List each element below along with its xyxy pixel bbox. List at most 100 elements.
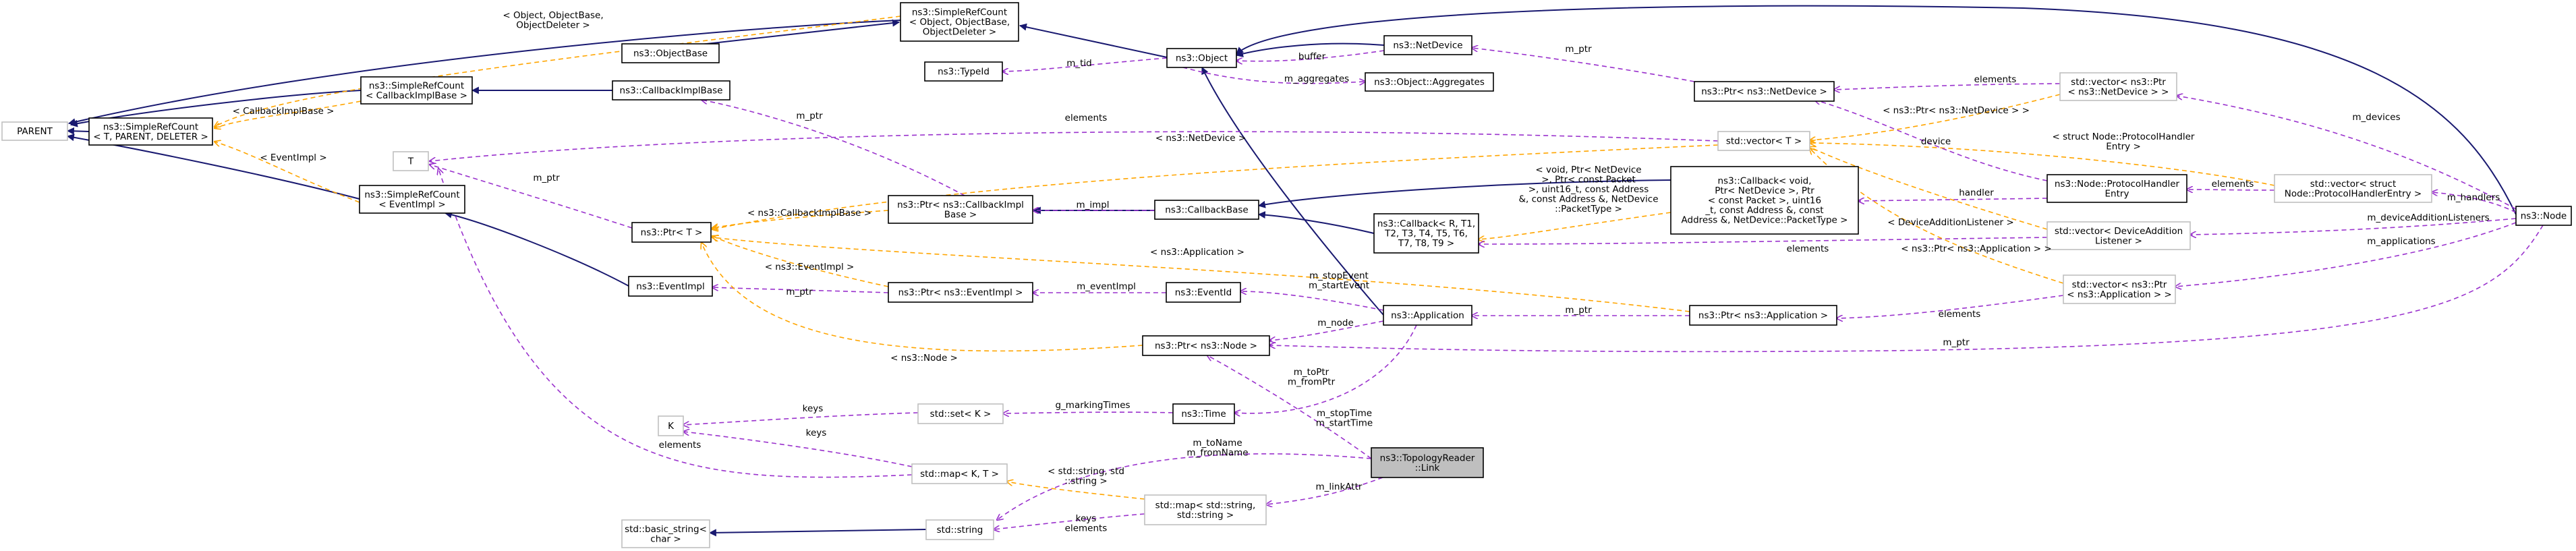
edge-label-line: elements — [2212, 179, 2254, 190]
edge-label-line: m_ptr — [1943, 337, 1970, 348]
node-ptr-node[interactable]: ns3::Ptr< ns3::Node > — [1142, 335, 1270, 356]
node-label: ns3::EventId — [1175, 287, 1232, 298]
node-object[interactable]: ns3::Object — [1166, 48, 1237, 68]
node-simplerefcount-obj[interactable]: ns3::SimpleRefCount< Object, ObjectBase,… — [900, 2, 1019, 42]
node-callback-t[interactable]: ns3::Callback< R, T1,T2, T3, T4, T5, T6,… — [1373, 213, 1479, 254]
edge-label-line: m_toName — [1193, 438, 1242, 448]
edge-label-line: < ns3::CallbackImplBase > — [747, 208, 871, 219]
edge-label-callback-dev-tpl: < void, Ptr< NetDevice>, Ptr< const Pack… — [1519, 165, 1659, 214]
node-map-string[interactable]: std::map< std::string,std::string > — [1144, 494, 1267, 525]
node-map-kt[interactable]: std::map< K, T > — [911, 463, 1008, 484]
node-eventid[interactable]: ns3::EventId — [1166, 282, 1241, 303]
edge-label-line: m_stopTime — [1317, 408, 1372, 419]
template-edge-36 — [1810, 147, 2048, 230]
usage-edge-35 — [2432, 192, 2517, 213]
node-box — [917, 403, 1004, 424]
node-ptr-app[interactable]: ns3::Ptr< ns3::Application > — [1689, 305, 1837, 326]
node-label: std::set< K > — [930, 409, 992, 419]
node-basic-string[interactable]: std::basic_string<char > — [621, 519, 710, 548]
node-simplerefcount-tpd[interactable]: ns3::SimpleRefCount< T, PARENT, DELETER … — [88, 117, 213, 146]
node-netdevice[interactable]: ns3::NetDevice — [1383, 35, 1472, 55]
node-label-line: std::map< std::string, — [1155, 500, 1256, 511]
node-set-k[interactable]: std::set< K > — [917, 403, 1004, 424]
node-typeid[interactable]: ns3::TypeId — [924, 61, 1003, 82]
node-ptr-evimpl[interactable]: ns3::Ptr< ns3::EventImpl > — [888, 282, 1033, 303]
node-vector-t[interactable]: std::vector< T > — [1717, 131, 1810, 151]
edge-label-m-ptr-netdevice: m_ptr — [1565, 44, 1592, 55]
node-label: std::vector< ns3::Ptr< ns3::Application … — [2067, 279, 2172, 300]
edge-label-m-handlers: m_handlers — [2447, 192, 2500, 203]
node-callbackbase[interactable]: ns3::CallbackBase — [1154, 200, 1259, 220]
node-box — [1365, 72, 1494, 92]
inheritance-edge-10 — [1257, 179, 1671, 208]
edge-label-elements-phe: elements — [2212, 179, 2254, 190]
edge-label-line: < Object, ObjectBase, — [503, 10, 603, 21]
edge-label-m-linkattr: m_linkAttr — [1316, 482, 1363, 492]
node-label-line: < T, PARENT, DELETER > — [93, 132, 208, 142]
node-label-line: char > — [650, 533, 681, 544]
node-node[interactable]: ns3::Node — [2515, 206, 2572, 226]
edge-label-elements-map: elements — [659, 440, 702, 451]
edge-label-elements-cb: elements — [1787, 243, 1829, 254]
node-label: ns3::SimpleRefCount< Object, ObjectBase,… — [909, 7, 1010, 38]
node-label-line: ns3::Ptr< ns3::NetDevice > — [1701, 86, 1827, 97]
node-t[interactable]: T — [393, 151, 429, 171]
node-label-line: ns3::Time — [1181, 409, 1226, 419]
node-link[interactable]: ns3::TopologyReader::Link — [1371, 447, 1484, 478]
template-edge-43 — [712, 237, 1690, 312]
node-box — [911, 463, 1008, 484]
node-box — [1166, 282, 1241, 303]
node-callback-dev[interactable]: ns3::Callback< void,Ptr< NetDevice >, Pt… — [1670, 166, 1859, 235]
node-box — [1371, 447, 1484, 478]
node-label-line: ns3::TopologyReader — [1380, 453, 1475, 463]
node-ptr-netdevice[interactable]: ns3::Ptr< ns3::NetDevice > — [1694, 81, 1835, 102]
usage-edge-38 — [1479, 237, 2048, 244]
node-eventimpl[interactable]: ns3::EventImpl — [628, 276, 713, 297]
template-edge-25 — [1810, 143, 2275, 186]
node-string[interactable]: std::string — [925, 519, 994, 540]
node-label: ns3::Application — [1391, 310, 1464, 321]
edge-label-m-aggregates: m_aggregates — [1284, 74, 1349, 84]
node-time[interactable]: ns3::Time — [1172, 403, 1235, 424]
node-vector-ptr-app[interactable]: std::vector< ns3::Ptr< ns3::Application … — [2063, 274, 2176, 304]
node-simplerefcount-cb[interactable]: ns3::SimpleRefCount< CallbackImplBase > — [360, 76, 473, 105]
node-objectbase[interactable]: ns3::ObjectBase — [621, 43, 720, 63]
edge-label-m-eventimpl: m_eventImpl — [1077, 281, 1136, 292]
inheritance-edge-3 — [66, 134, 360, 200]
node-label-line: < CallbackImplBase > — [366, 90, 467, 101]
node-label-line: ns3::Ptr< T > — [641, 227, 703, 238]
template-edge-42 — [712, 236, 889, 287]
node-label: T — [407, 156, 414, 167]
edge-label-line: m_toPtr — [1294, 367, 1329, 378]
node-label-line: ns3::Ptr< ns3::Node > — [1155, 341, 1257, 351]
node-label: ns3::Ptr< ns3::NetDevice > — [1701, 86, 1827, 97]
node-label-line: ns3::Ptr< ns3::Application > — [1698, 310, 1828, 321]
usage-edge-46 — [1240, 291, 1384, 311]
node-label: std::vector< T > — [1726, 136, 1802, 147]
node-label-line: ns3::Ptr< ns3::EventImpl > — [898, 287, 1023, 298]
usage-edge-27 — [702, 100, 965, 196]
node-simplerefcount-ev[interactable]: ns3::SimpleRefCount< EventImpl > — [359, 185, 465, 214]
node-k[interactable]: K — [658, 415, 684, 436]
template-edge-15 — [214, 16, 901, 127]
edge-label-obj-deleter: < Object, ObjectBase,ObjectDeleter > — [503, 10, 603, 31]
node-parent[interactable]: PARENT — [1, 121, 68, 141]
node-ptr-t[interactable]: ns3::Ptr< T > — [631, 222, 712, 243]
node-application[interactable]: ns3::Application — [1383, 305, 1472, 326]
edge-label-string-tpl: < std::string, std::string > — [1048, 466, 1124, 487]
node-aggregates[interactable]: ns3::Object::Aggregates — [1365, 72, 1494, 92]
node-label-line: < ns3::NetDevice > > — [2068, 86, 2169, 97]
node-label-line: Listener > — [2095, 235, 2142, 246]
edge-label-line: m_handlers — [2447, 192, 2500, 203]
node-vector-ptr-netdevice[interactable]: std::vector< ns3::Ptr< ns3::NetDevice > … — [2059, 72, 2177, 101]
edge-label-line: g_markingTimes — [1055, 400, 1130, 411]
node-box — [631, 222, 712, 243]
node-box — [1383, 35, 1472, 55]
node-callbackimplbase[interactable]: ns3::CallbackImplBase — [612, 80, 731, 100]
